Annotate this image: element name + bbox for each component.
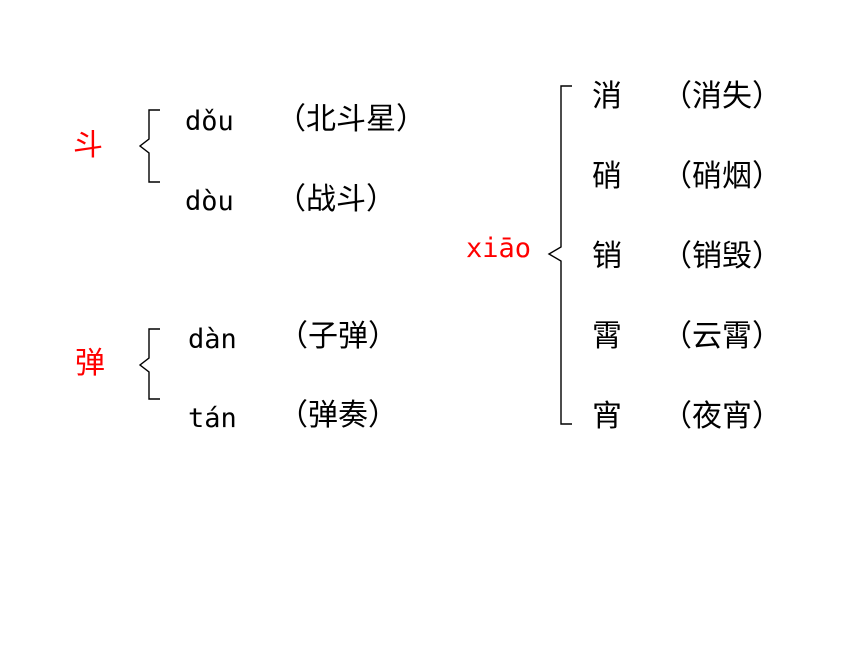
brace-xiao bbox=[547, 85, 572, 425]
word-yunxiao: （云霄） bbox=[662, 319, 782, 354]
word-tanzou: （弹奏） bbox=[278, 398, 398, 433]
word-xiaohui: （销毁） bbox=[662, 239, 782, 274]
char-xiao-3: 销 bbox=[592, 239, 622, 274]
brace-dou bbox=[138, 109, 160, 183]
brace-dan bbox=[138, 328, 160, 400]
pinyin-dou-4: dòu bbox=[185, 186, 234, 217]
word-xiaoyan: （硝烟） bbox=[662, 159, 782, 194]
char-xiao-1: 消 bbox=[592, 79, 622, 114]
word-beidouxing: （北斗星） bbox=[276, 102, 426, 137]
char-xiao-2: 硝 bbox=[592, 159, 622, 194]
char-xiao-4: 霄 bbox=[592, 319, 622, 354]
char-dou: 斗 bbox=[73, 128, 103, 163]
pinyin-dou-3: dǒu bbox=[185, 106, 234, 137]
char-dan: 弹 bbox=[75, 346, 105, 381]
pinyin-xiao: xiāo bbox=[466, 233, 532, 264]
word-yexiao: （夜宵） bbox=[662, 399, 782, 434]
word-zidan: （子弹） bbox=[278, 319, 398, 354]
word-zhandou: （战斗） bbox=[276, 182, 396, 217]
char-xiao-5: 宵 bbox=[592, 399, 622, 434]
word-xiaoshi: （消失） bbox=[662, 79, 782, 114]
pinyin-dan: dàn bbox=[188, 324, 237, 355]
pinyin-tan: tán bbox=[188, 403, 237, 434]
